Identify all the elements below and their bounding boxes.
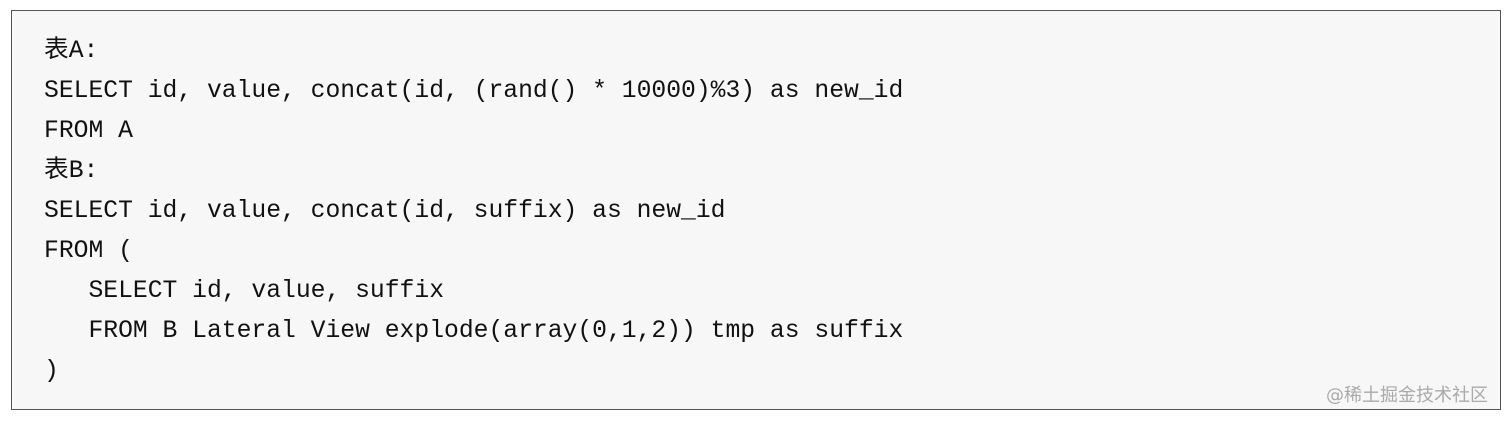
code-line: SELECT id, value, concat(id, (rand() * 1…	[44, 77, 904, 105]
watermark: @稀土掘金技术社区	[1326, 385, 1488, 406]
code-line: FROM B Lateral View explode(array(0,1,2)…	[44, 317, 904, 345]
code-content: 表A: SELECT id, value, concat(id, (rand() …	[44, 31, 903, 391]
code-line: SELECT id, value, suffix	[44, 277, 445, 305]
code-line: SELECT id, value, concat(id, suffix) as …	[44, 197, 726, 225]
code-line: )	[44, 357, 59, 385]
code-line: 表B:	[44, 157, 99, 185]
code-line: 表A:	[44, 37, 99, 65]
code-line: FROM (	[44, 237, 133, 265]
code-block: 表A: SELECT id, value, concat(id, (rand() …	[11, 10, 1501, 410]
code-line: FROM A	[44, 117, 133, 145]
